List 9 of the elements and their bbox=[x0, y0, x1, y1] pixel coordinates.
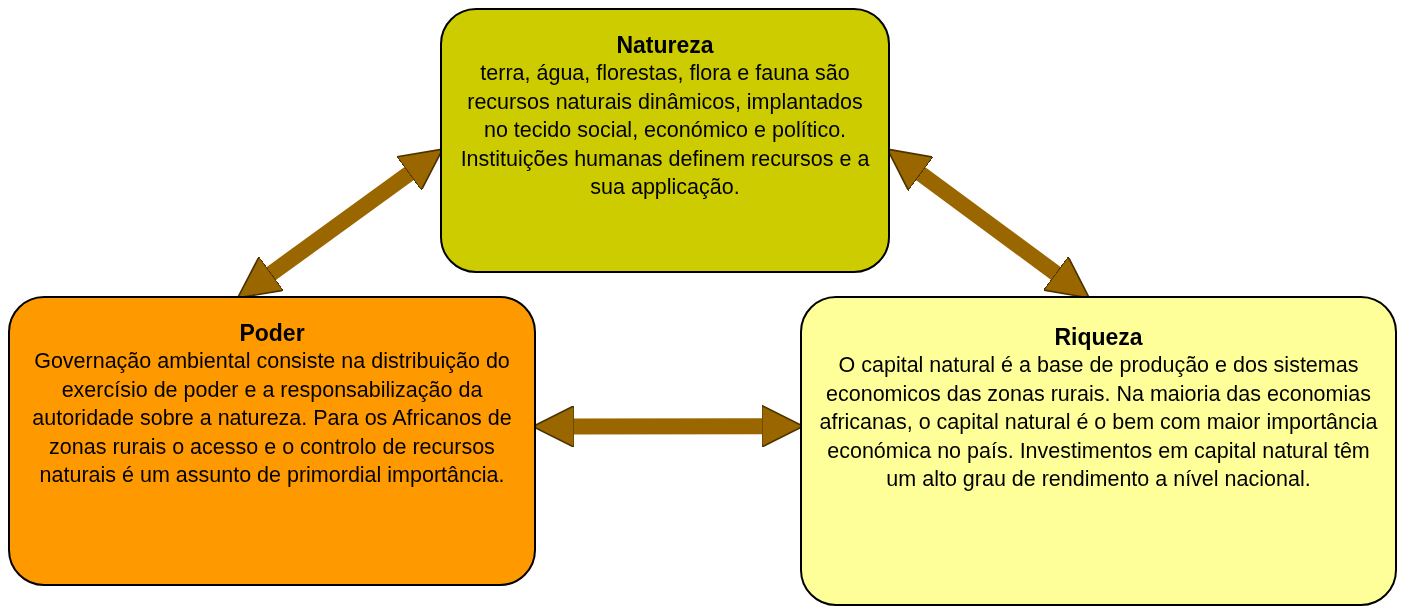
rounded-text-box bbox=[8, 296, 536, 586]
box-heading: Poder bbox=[239, 320, 305, 347]
box-heading: Natureza bbox=[616, 32, 714, 59]
rounded-text-box bbox=[440, 8, 890, 273]
rounded-text-box bbox=[800, 296, 1397, 606]
box-description: terra, água, florestas, flora e fauna são recursos naturais dinâmicos, implantados no tecido social, económico e político. Instituições humanas definem recursos e a sua applicação. bbox=[459, 60, 871, 201]
box-description: O capital natural é a base de produção e dos sistemas economicos das zonas rurais. Na maioria das economias africanas, o capital natural é o bem com maior importância económica no país. Investimentos em capital natural têm um alto grau de rendimento a nível nacional. bbox=[818, 352, 1379, 493]
box-heading: Riqueza bbox=[1054, 324, 1143, 351]
box-description: Governação ambiental consiste na distribuição do exercísio de poder e a responsabilização da autoridade sobre a natureza. Para os Africanos de zonas rurais o acesso e o controlo de recursos naturais é um assunto de primordial importância. bbox=[31, 348, 513, 489]
